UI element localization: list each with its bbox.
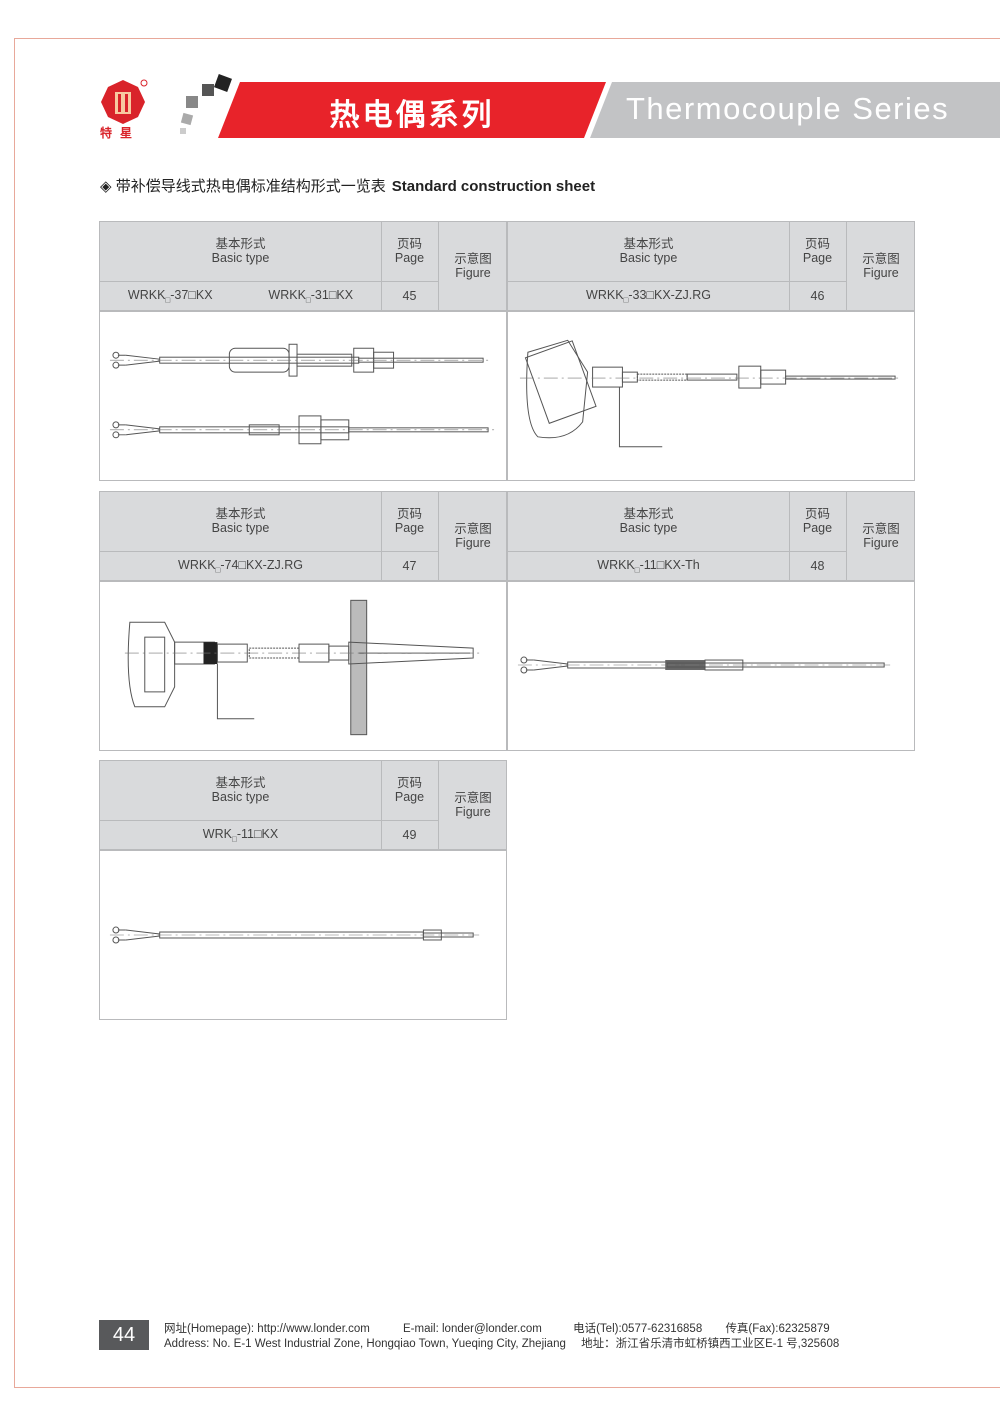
title-cn: 热电偶系列 [329, 98, 495, 133]
logo-text: 特星 [100, 126, 141, 140]
page-number: 48 [810, 559, 825, 573]
figure-drawing [519, 339, 903, 448]
figure-drawing [109, 343, 495, 445]
model-cell: WRKK□-74□KX-ZJ.RG [100, 558, 381, 578]
title-band-en: Thermocouple Series [590, 82, 1000, 138]
figure-drawing [517, 656, 891, 674]
page-number-box: 44 [99, 1320, 149, 1350]
page-number: 49 [402, 828, 417, 842]
diamond-bullet-icon: ◈ [100, 178, 112, 195]
title-band-cn: 热电偶系列 [218, 82, 606, 138]
section-title-cn: 带补偿导线式热电偶标准结构形式一览表 [115, 178, 386, 195]
address-en: Address: No. E-1 West Industrial Zone, H… [164, 1338, 566, 1350]
model-cell: WRKK□-11□KX-Th [508, 558, 789, 578]
title-en: Thermocouple Series [626, 91, 950, 126]
page-number: 45 [402, 289, 417, 303]
model-code: WRK□-11□KX [202, 827, 279, 844]
page-number: 47 [402, 559, 417, 573]
model-code: WRKK□-33□KX-ZJ.RG [586, 288, 711, 305]
figure-drawing [109, 926, 480, 944]
model-code: WRKK□-31□KX [268, 288, 354, 305]
model-cell: WRKK□-37□KX WRKK□-31□KX [100, 288, 381, 308]
model-code: WRKK□-74□KX-ZJ.RG [178, 558, 303, 575]
model-cell: WRK□-11□KX [100, 827, 381, 847]
footer-contact: 网址(Homepage): http://www.londer.com E-ma… [164, 1320, 830, 1336]
model-cell: WRKK□-33□KX-ZJ.RG [508, 288, 789, 308]
fax-text: 传真(Fax):62325879 [725, 1323, 830, 1335]
model-code: WRKK□-11□KX-Th [597, 558, 700, 575]
decorative-squares-icon [180, 74, 232, 134]
section-title-en: Standard construction sheet [391, 178, 596, 195]
figure-drawing [124, 599, 484, 736]
page-frame [14, 38, 1000, 1388]
page-number: 46 [810, 289, 825, 303]
model-code: WRKK□-37□KX [127, 288, 213, 305]
homepage-link[interactable]: 网址(Homepage): http://www.londer.com [164, 1323, 370, 1335]
tel-text: 电话(Tel):0577-62316858 [573, 1323, 703, 1335]
section-title: ◈ 带补偿导线式热电偶标准结构形式一览表 Standard constructio… [100, 175, 595, 196]
email-link[interactable]: E-mail: londer@londer.com [403, 1323, 542, 1335]
footer-address: Address: No. E-1 West Industrial Zone, H… [164, 1335, 839, 1351]
company-logo [101, 79, 148, 124]
address-cn: 地址：浙江省乐清市虹桥镇西工业区E-1 号,325608 [581, 1338, 840, 1350]
